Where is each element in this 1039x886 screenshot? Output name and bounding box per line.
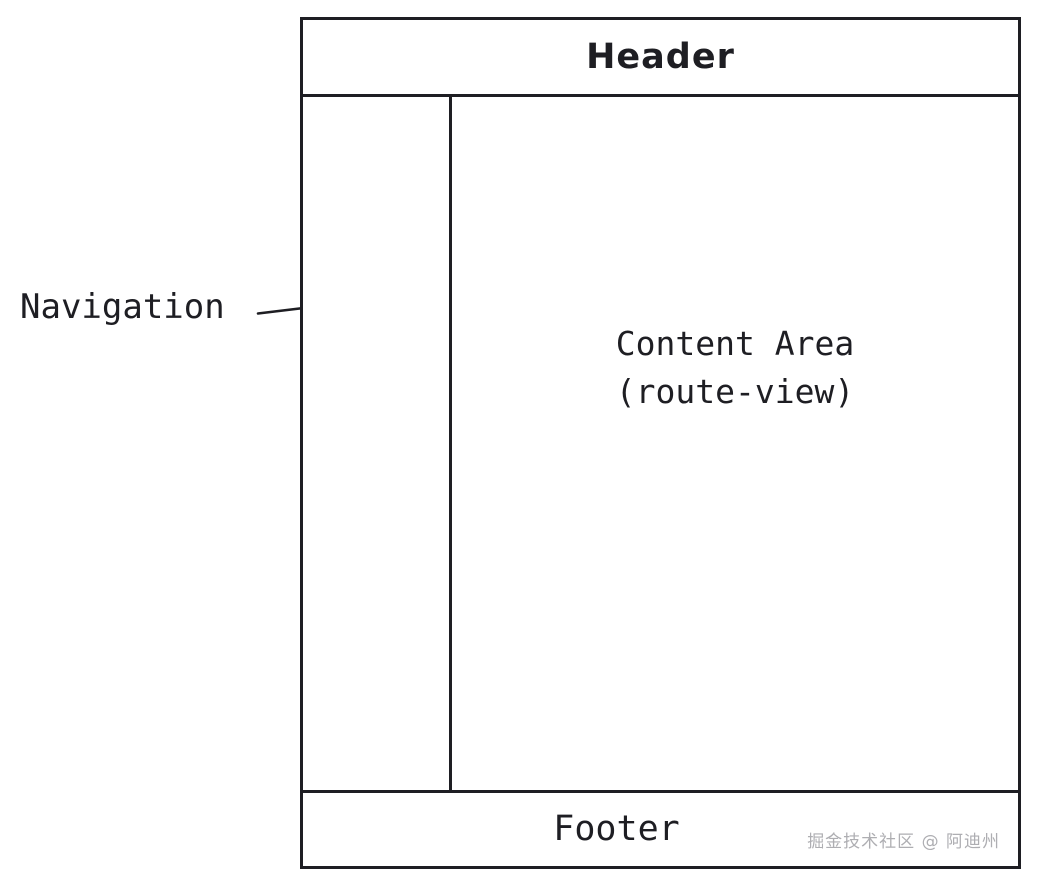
navigation-region	[303, 97, 452, 790]
content-label: Content Area (route-view)	[616, 320, 854, 416]
navigation-annotation-label: Navigation	[20, 287, 225, 327]
content-region: Content Area (route-view)	[452, 97, 1018, 790]
header-region: Header	[303, 20, 1018, 97]
footer-label: Footer	[553, 809, 680, 849]
footer-region: Footer 掘金技术社区 @ 阿迪州	[303, 790, 1018, 866]
content-label-line-1: Content Area	[615, 323, 855, 363]
header-label: Header	[586, 36, 735, 77]
content-label-line-2: (route-view)	[615, 371, 855, 411]
watermark: 掘金技术社区 @ 阿迪州	[807, 832, 1000, 852]
layout-wireframe-frame: Header Content Area (route-view) Footer …	[300, 17, 1021, 869]
body-region: Content Area (route-view)	[303, 97, 1018, 790]
